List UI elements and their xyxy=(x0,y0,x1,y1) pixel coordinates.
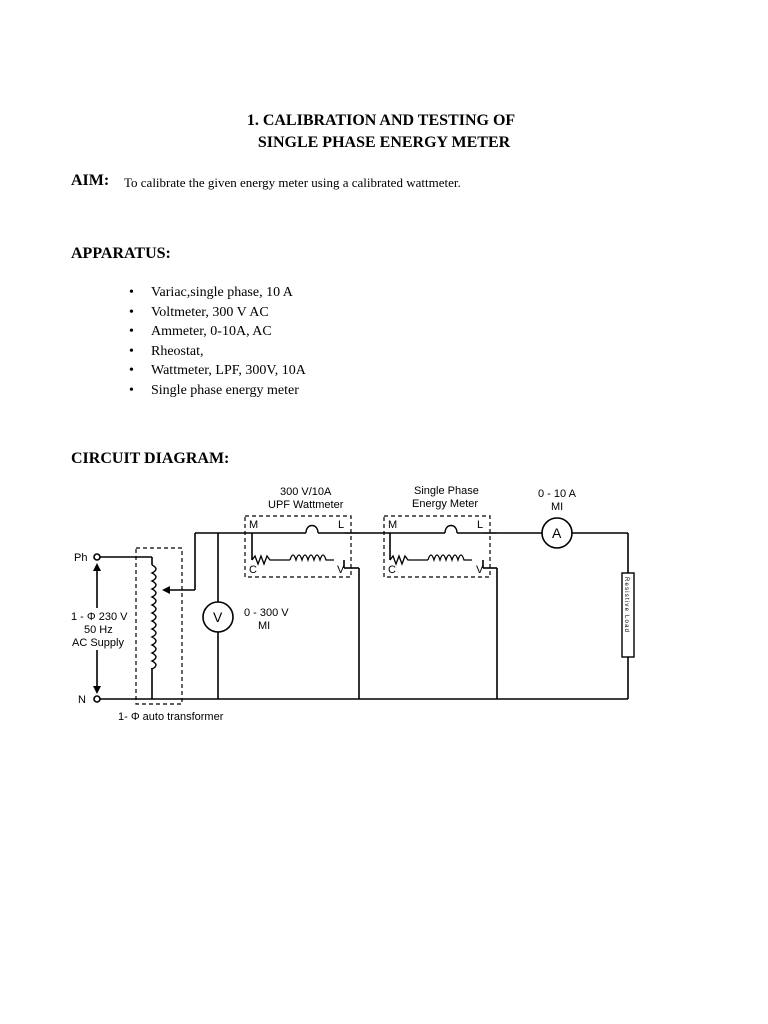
list-item: • Single phase energy meter xyxy=(129,381,306,401)
voltmeter-range-label: 0 - 300 V xyxy=(244,607,289,619)
n-label: N xyxy=(78,694,86,706)
em-resistor xyxy=(389,554,428,566)
circuit-diagram: Ph N 1 - Φ 230 V 50 Hz AC Supply 1- Φ au… xyxy=(71,485,635,723)
wattmeter-label-line-2: UPF Wattmeter xyxy=(268,499,344,511)
list-item: • Variac,single phase, 10 A xyxy=(129,283,306,303)
em-pressure-coil xyxy=(427,554,472,563)
list-item: • Wattmeter, LPF, 300V, 10A xyxy=(129,361,306,381)
aim-text: To calibrate the given energy meter usin… xyxy=(124,175,461,190)
list-item-text: Single phase energy meter xyxy=(151,382,299,398)
supply-arrowhead-up xyxy=(93,563,101,571)
autotransformer-label: 1- Φ auto transformer xyxy=(118,711,224,723)
list-item-text: Voltmeter, 300 V AC xyxy=(151,304,269,320)
energy-meter-terminal-v: V xyxy=(476,564,484,576)
ammeter-symbol: A xyxy=(552,525,562,541)
energy-meter-label-line-1: Single Phase xyxy=(414,485,479,497)
bullet: • xyxy=(129,285,134,300)
energy-meter-terminal-m: M xyxy=(388,519,397,531)
circuit-diagram-heading: CIRCUIT DIAGRAM: xyxy=(71,450,230,467)
autotransformer-coil xyxy=(150,564,157,670)
wattmeter-terminal-l: L xyxy=(338,519,344,531)
list-item: • Ammeter, 0-10A, AC xyxy=(129,322,306,342)
voltmeter-symbol: V xyxy=(213,609,223,625)
list-item: • Rheostat, xyxy=(129,342,306,362)
wattmeter-label-line-1: 300 V/10A xyxy=(280,486,332,498)
load-label: Resistive Load xyxy=(623,577,629,633)
energy-meter-terminal-l: L xyxy=(477,519,483,531)
page-title-line-1: 1. CALIBRATION AND TESTING OF xyxy=(246,112,516,129)
bullet: • xyxy=(129,382,134,398)
wattmeter-terminal-v: V xyxy=(337,564,345,576)
apparatus-list: • Variac,single phase, 10 A • Voltmeter, 3… xyxy=(129,283,306,400)
wm-current-coil xyxy=(305,524,319,534)
bullet: • xyxy=(129,304,134,320)
energy-meter-label-line-2: Energy Meter xyxy=(412,498,478,510)
list-item-text: Variac,single phase, 10 A xyxy=(151,285,293,300)
wm-resistor xyxy=(251,554,290,566)
ammeter-type-label: MI xyxy=(551,501,563,513)
apparatus-heading: APPARATUS: xyxy=(71,245,171,262)
supply-label-line-1: 1 - Φ 230 V xyxy=(71,611,128,623)
wiper-arrowhead xyxy=(162,586,170,594)
ammeter-range-label: 0 - 10 A xyxy=(538,488,577,500)
list-item-text: Rheostat, xyxy=(151,343,204,359)
list-item: • Voltmeter, 300 V AC xyxy=(129,303,306,323)
ph-label: Ph xyxy=(74,552,87,564)
wattmeter-terminal-m: M xyxy=(249,519,258,531)
aim-label: AIM: xyxy=(71,172,110,189)
autotransformer-box xyxy=(135,547,183,705)
voltmeter-type-label: MI xyxy=(258,620,270,632)
ph-terminal xyxy=(93,553,101,561)
supply-label-line-3: AC Supply xyxy=(72,637,124,649)
wattmeter-terminal-c: C xyxy=(249,564,257,576)
em-current-coil xyxy=(444,524,458,534)
energy-meter-box xyxy=(383,515,491,578)
bullet: • xyxy=(129,324,134,339)
wm-pressure-coil xyxy=(289,554,334,563)
supply-label-line-2: 50 Hz xyxy=(84,624,113,636)
bullet: • xyxy=(129,363,134,378)
bullet: • xyxy=(129,343,134,359)
list-item-text: Wattmeter, LPF, 300V, 10A xyxy=(151,363,306,378)
page-title-line-2: SINGLE PHASE ENERGY METER xyxy=(257,134,511,151)
wattmeter-box xyxy=(244,515,352,578)
supply-arrowhead-down xyxy=(93,686,101,694)
energy-meter-terminal-c: C xyxy=(388,564,396,576)
n-terminal xyxy=(93,695,101,703)
list-item-text: Ammeter, 0-10A, AC xyxy=(151,324,272,339)
